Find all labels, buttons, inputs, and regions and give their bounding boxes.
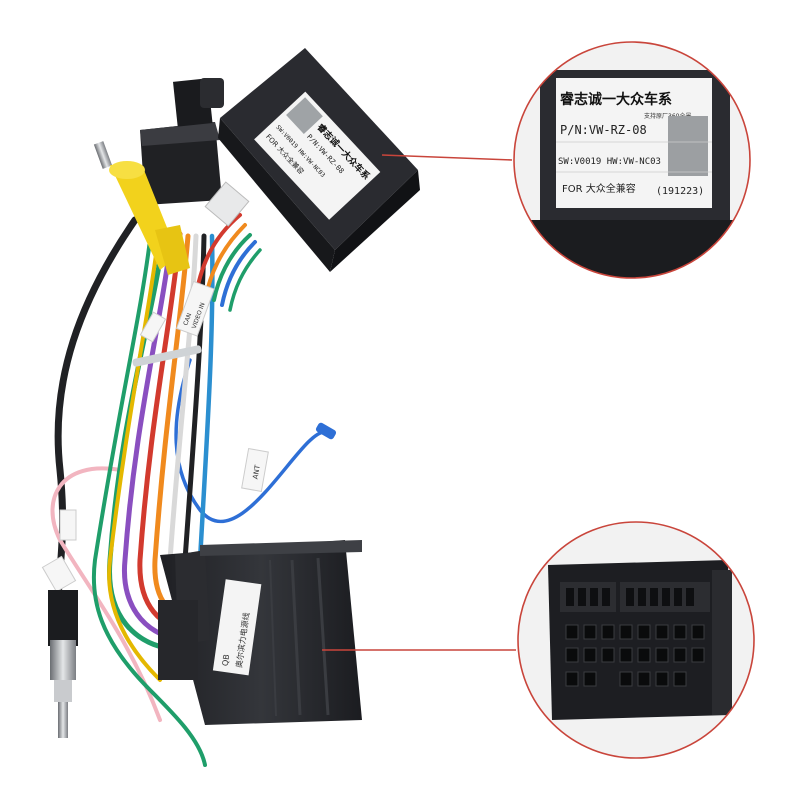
- ant-tag: ANT: [251, 464, 261, 480]
- blue-wire-tip: [315, 422, 337, 440]
- canbus-box: 睿志诚一大众车系 P/N:VW-RZ-08 SW:V0019 HW:VW-NC0…: [204, 48, 420, 272]
- antenna-plug: [48, 590, 78, 738]
- zoom-small-note: 支持原厂360全景: [644, 112, 691, 120]
- zoom-brand: 睿志诚一大众车系: [559, 91, 672, 108]
- quadlock-plug: QB 奥尔滨力电源线: [158, 540, 362, 725]
- can-tag: CAN: [182, 312, 193, 326]
- cable-tie: [132, 345, 202, 367]
- qr-code-blurred: [668, 116, 708, 176]
- iso-connector-top: [140, 78, 224, 205]
- zoom-pn: P/N:VW-RZ-08: [560, 123, 647, 137]
- zoom-sw-hw: SW:V0019 HW:VW-NC03: [558, 157, 661, 167]
- zoom-code: (191223): [656, 186, 704, 197]
- rca-connector: [93, 141, 190, 275]
- zoom-circle-plug: [517, 521, 755, 759]
- zoom-circle-label: 睿志诚一大众车系 支持原厂360全景 P/N:VW-RZ-08 SW:V0019…: [513, 41, 751, 279]
- plug-label-line-1: QB: [221, 654, 232, 667]
- wire-tags: CAN VIDEO IN ANT: [41, 280, 269, 593]
- zoom-for: FOR 大众全兼容: [562, 182, 636, 195]
- callout-line-top: [381, 154, 513, 161]
